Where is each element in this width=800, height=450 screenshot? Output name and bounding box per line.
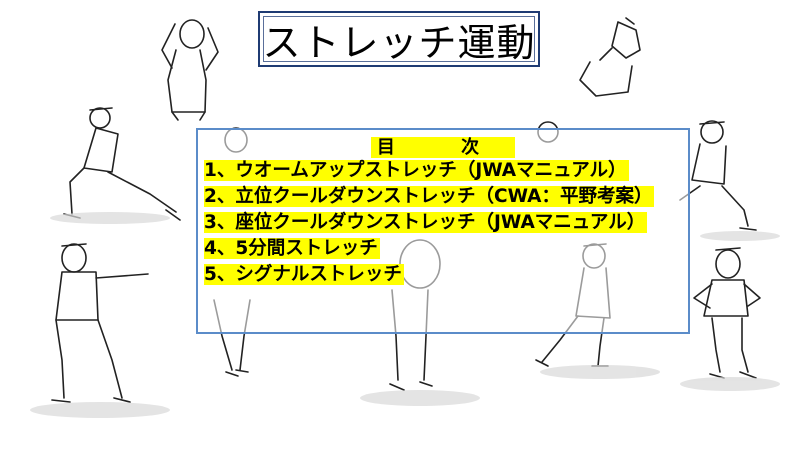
figure-head-stretch-left	[161, 19, 219, 121]
figure-neck-stretch-right	[579, 17, 641, 97]
toc-item-label: 1、ウオームアップストレッチ（JWAマニュアル）	[204, 160, 629, 181]
figure-hamstring-right	[679, 120, 757, 231]
toc-heading-text: 目 次	[370, 137, 516, 158]
toc-item-label: 4、5分間ストレッチ	[204, 238, 380, 259]
toc-item-label: 3、座位クールダウンストレッチ（JWAマニュアル）	[204, 212, 648, 233]
toc-item-label: 5、シグナルストレッチ	[204, 264, 404, 285]
page-title: ストレッチ運動	[262, 20, 536, 65]
figure-arm-stretch-left	[51, 243, 149, 403]
figure-hands-on-hips-right	[693, 247, 761, 379]
toc-item-2[interactable]: 2、立位クールダウンストレッチ（CWA：平野考案）	[204, 184, 655, 210]
table-of-contents: 目 次 1、ウオームアップストレッチ（JWAマニュアル） 2、立位クールダウンス…	[196, 128, 690, 334]
figure-lunge-left	[63, 107, 181, 221]
toc-item-1[interactable]: 1、ウオームアップストレッチ（JWAマニュアル）	[204, 158, 654, 184]
toc-item-label: 2、立位クールダウンストレッチ（CWA：平野考案）	[204, 186, 655, 207]
toc-heading: 目 次	[198, 133, 688, 159]
toc-item-5[interactable]: 5、シグナルストレッチ	[204, 262, 654, 288]
toc-item-4[interactable]: 4、5分間ストレッチ	[204, 236, 654, 262]
title-box: ストレッチ運動	[258, 11, 540, 67]
toc-item-3[interactable]: 3、座位クールダウンストレッチ（JWAマニュアル）	[204, 210, 654, 236]
toc-list: 1、ウオームアップストレッチ（JWAマニュアル） 2、立位クールダウンストレッチ…	[204, 158, 655, 288]
